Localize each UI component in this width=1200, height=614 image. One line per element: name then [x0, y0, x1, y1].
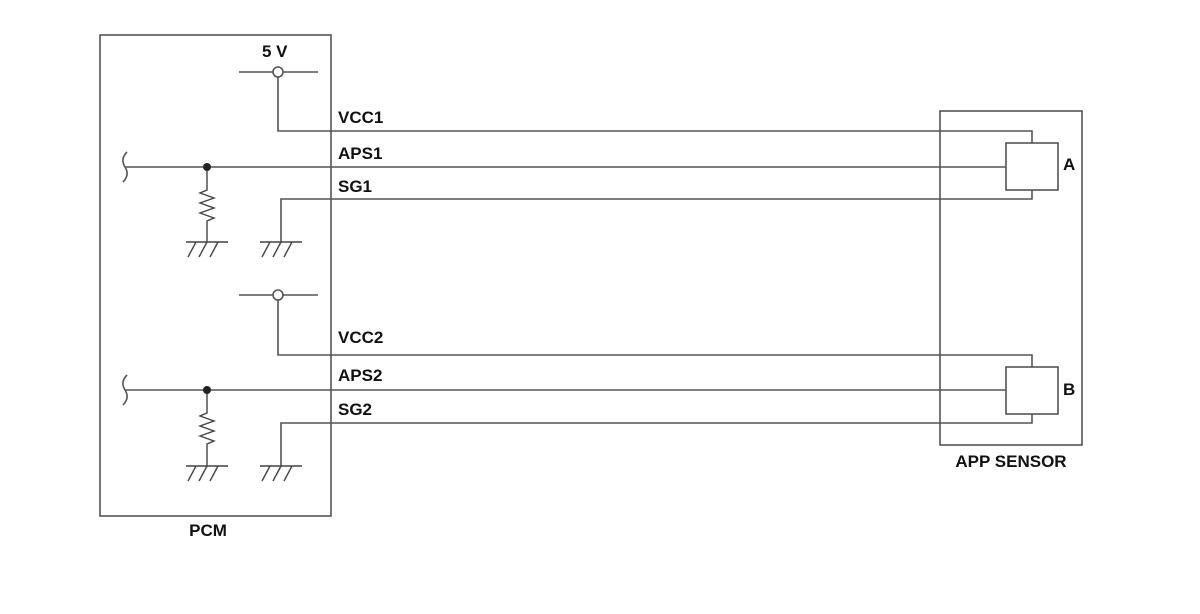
sensor-element-a-label: A	[1063, 155, 1075, 174]
vcc1-wire	[277, 77, 1033, 143]
vcc2-label: VCC2	[338, 328, 383, 347]
supply-terminal-2	[272, 289, 284, 301]
sensor-element-b-label: B	[1063, 380, 1075, 399]
resistor-1	[197, 171, 217, 242]
pcm-box	[99, 34, 332, 517]
aps1-break-symbol	[122, 151, 128, 183]
sg2-label: SG2	[338, 400, 372, 419]
sensor-element-a	[1005, 142, 1059, 191]
ground-symbol-r2	[186, 465, 228, 482]
vcc1-label: VCC1	[338, 108, 383, 127]
vcc2-wire	[277, 300, 1033, 367]
ground-symbol-sg2	[260, 465, 302, 482]
pcm-label: PCM	[189, 521, 227, 540]
app-sensor-box	[939, 110, 1083, 446]
sg1-wire	[280, 190, 1033, 242]
sg1-label: SG1	[338, 177, 372, 196]
aps1-label: APS1	[338, 144, 382, 163]
aps2-break-symbol	[122, 374, 128, 406]
sg2-wire	[280, 414, 1033, 466]
supply-terminal-1	[272, 66, 284, 78]
aps1-junction	[203, 163, 211, 171]
aps2-label: APS2	[338, 366, 382, 385]
aps2-junction	[203, 386, 211, 394]
resistor-2	[197, 394, 217, 466]
supply-5v-label: 5 V	[262, 42, 288, 61]
app-sensor-label: APP SENSOR	[955, 452, 1066, 471]
ground-symbol-sg1	[260, 241, 302, 258]
sensor-element-b	[1005, 366, 1059, 415]
ground-symbol-r1	[186, 241, 228, 258]
